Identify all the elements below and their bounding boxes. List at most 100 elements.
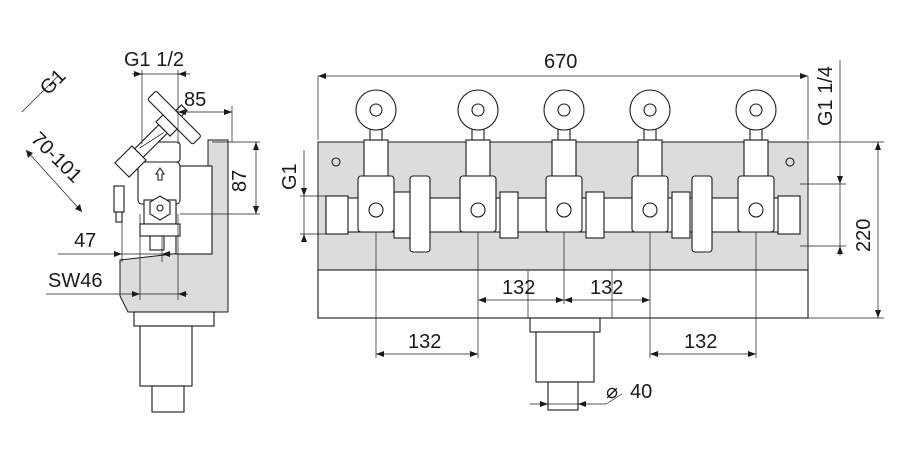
dim-670: 670 (544, 51, 577, 73)
valve-body (631, 175, 669, 233)
valve-port (642, 202, 658, 218)
pipe-clamp-1 (409, 175, 431, 253)
side-stem (139, 325, 193, 387)
mount-hole-right (785, 157, 795, 167)
dim-132-upper-left: 132 (502, 277, 535, 299)
dim-g1-quarter: G1 1/4 (815, 66, 837, 126)
g1-half-arrow-left (134, 71, 142, 77)
valve-body (459, 175, 497, 233)
valve-port (368, 202, 384, 218)
side-lower-fitting (139, 223, 181, 237)
dim-40-leader (605, 393, 623, 405)
dim-132-upper-right: 132 (590, 277, 623, 299)
bracket (317, 269, 809, 319)
handwheel (543, 89, 585, 131)
dim-sw46: SW46 (48, 270, 102, 292)
dim-132-lower-left: 132 (408, 331, 441, 353)
dim-132-ul-arrow-left (478, 297, 486, 303)
valve-1 (355, 89, 397, 233)
dim-132-lower-right: 132 (684, 331, 717, 353)
diameter-symbol: ⌀ (606, 381, 618, 403)
handwheel (355, 89, 397, 131)
side-small-fitting (113, 185, 125, 213)
dim-220: 220 (853, 219, 875, 252)
dim-g1: G1 (279, 163, 301, 190)
dim-40-arrow-left (540, 401, 548, 407)
valve-bonnet (363, 139, 389, 177)
handwheel-hub (557, 103, 571, 117)
side-drain-screw (149, 235, 165, 251)
dim-670-arrow-right (800, 73, 808, 79)
coupling-4 (671, 191, 691, 239)
dim-87-arrow-bottom (253, 206, 259, 214)
angled-stem-line (139, 132, 164, 149)
handwheel-hub (471, 103, 485, 117)
g1-half-arrow-right (178, 71, 186, 77)
dim-87: 87 (229, 170, 251, 192)
dim-85-arrow-right (224, 109, 232, 115)
dim-85: 85 (184, 89, 206, 111)
side-small-fitting-tip (115, 211, 123, 223)
front-dimensions: 670 G1 1/4 220 G1 132 (279, 51, 884, 407)
dim-g1-arrow-bottom (301, 234, 307, 242)
front-neck (529, 317, 601, 333)
dim-47: 47 (74, 230, 96, 252)
dim-g1-quarter-arrow-bottom (837, 246, 843, 254)
dim-g1-angled: G1 (36, 65, 70, 99)
valve-5 (735, 89, 777, 233)
dim-132-ll-arrow-left (376, 351, 384, 357)
dim-132-lr-arrow-right (748, 351, 756, 357)
coupling-3 (585, 191, 605, 239)
dim-132-ur-arrow-right (642, 297, 650, 303)
handwheel-hub (643, 103, 657, 117)
dim-g1-half: G1 1/2 (124, 49, 184, 71)
valve-bonnet (637, 139, 663, 177)
side-neck (133, 311, 215, 327)
dim-132-ur-arrow-left (564, 297, 572, 303)
valve-body (357, 175, 395, 233)
side-hex-nut (149, 195, 171, 221)
side-hex-bore (156, 204, 164, 212)
pipe-end-right (777, 195, 801, 235)
dim-132-ul-arrow-right (556, 297, 564, 303)
valve-bonnet (465, 139, 491, 177)
dim-87-arrow-top (253, 142, 259, 150)
front-view (317, 89, 809, 411)
dim-40-arrow-right (578, 401, 586, 407)
dim-40: 40 (630, 381, 652, 403)
side-stem-tip (151, 385, 185, 413)
dim-220-arrow-top (875, 142, 881, 150)
dim-47-arrow-left (114, 251, 122, 257)
valve-bonnet (551, 139, 577, 177)
dim-220-arrow-bottom (875, 310, 881, 318)
valve-port (470, 202, 486, 218)
dim-670-arrow-left (318, 73, 326, 79)
range-70-101-arrow-bottom (75, 204, 82, 212)
coupling-2 (499, 191, 519, 239)
handwheel (629, 89, 671, 131)
flow-arrow (154, 167, 166, 181)
pipe-end-left (325, 195, 349, 235)
dim-85-arrow-left (178, 109, 186, 115)
front-stem-tip (547, 381, 579, 411)
dim-g1-quarter-arrow-top (837, 176, 843, 184)
valve-bonnet (743, 139, 769, 177)
valve-3 (543, 89, 585, 233)
side-view (113, 91, 229, 413)
dim-sw46-arrow-left (132, 291, 140, 297)
valve-port (748, 202, 764, 218)
handwheel (735, 89, 777, 131)
dim-132-lr-arrow-left (650, 351, 658, 357)
angled-valve (114, 91, 201, 178)
front-stem (535, 331, 595, 383)
side-plate (175, 165, 213, 255)
valve-2 (457, 89, 499, 233)
valve-body (545, 175, 583, 233)
handwheel-hub (369, 103, 383, 117)
dim-47-arrow-right (162, 251, 170, 257)
pipe-clamp-2 (691, 175, 713, 253)
dim-70-101: 70-101 (26, 128, 86, 188)
valve-port (556, 202, 572, 218)
